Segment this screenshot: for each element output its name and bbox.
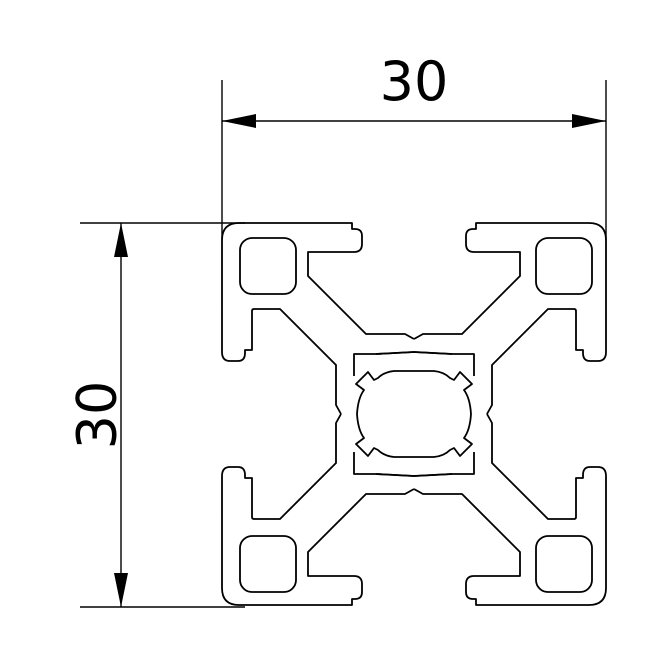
- cavity-top-right: [535, 237, 593, 295]
- profile-outer-outline: [221, 222, 607, 606]
- cavity-bottom-right: [535, 535, 593, 593]
- height-arrow-top: [114, 223, 128, 257]
- width-arrow-right: [572, 114, 606, 128]
- height-label: 30: [66, 381, 129, 450]
- height-dimension: 30: [66, 222, 245, 608]
- height-arrow-bottom: [114, 573, 128, 607]
- corner-cavities: [239, 237, 593, 593]
- width-arrow-left: [222, 114, 256, 128]
- central-core: [353, 351, 475, 477]
- width-dimension: 30: [221, 50, 607, 240]
- cavity-bottom-left: [239, 535, 297, 593]
- cavity-top-left: [239, 237, 297, 295]
- width-label: 30: [380, 50, 449, 113]
- profile-cross-section: [221, 222, 607, 606]
